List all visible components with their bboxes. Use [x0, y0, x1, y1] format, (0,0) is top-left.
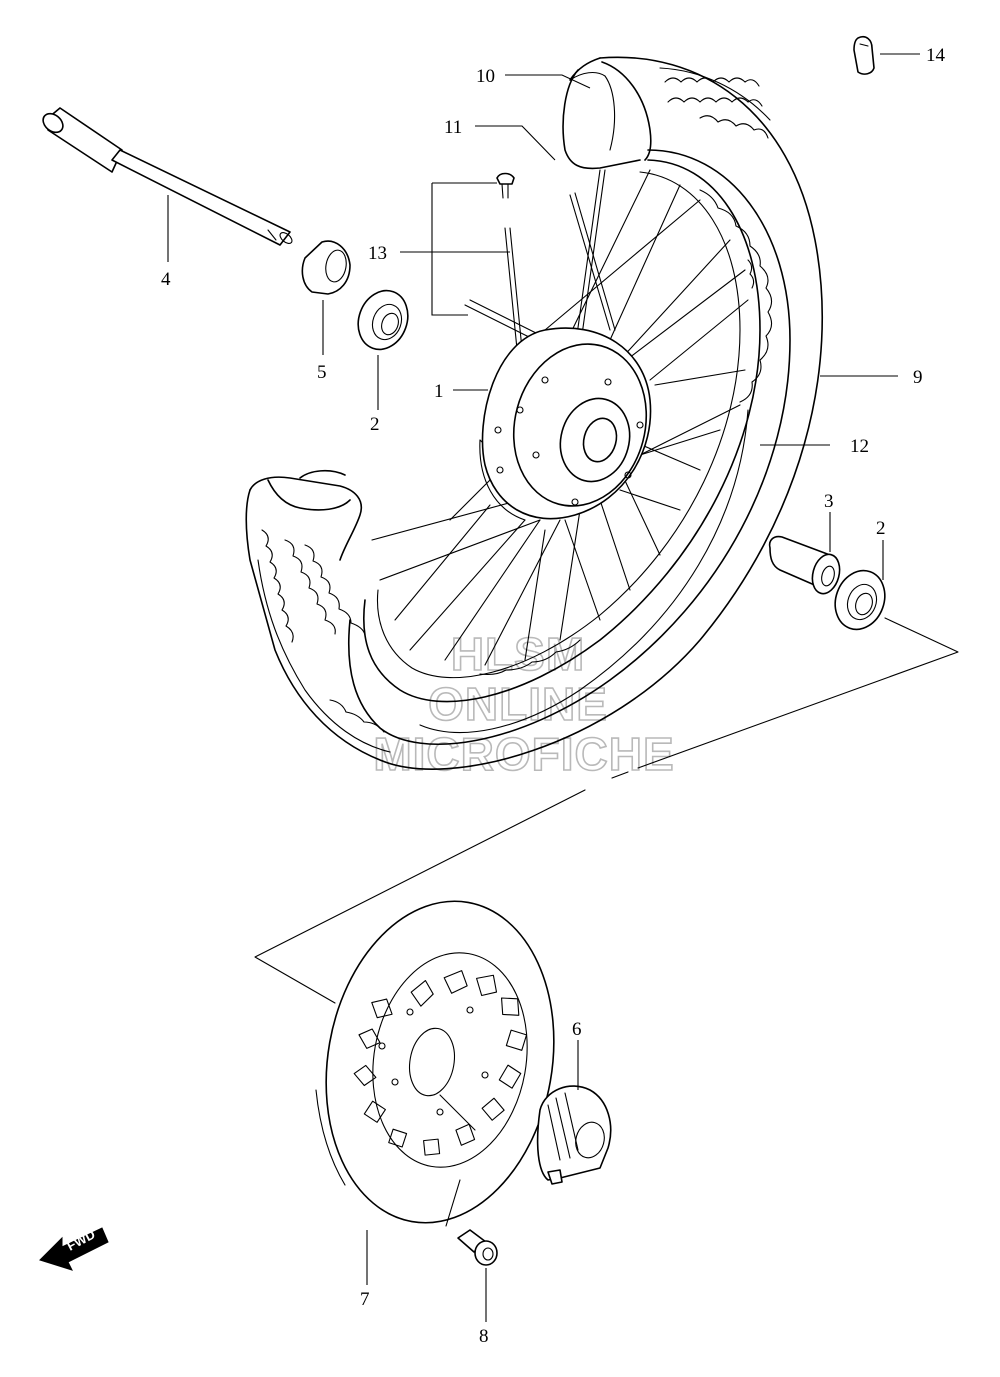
callout-14: 14: [926, 45, 946, 66]
callout-2-lower: 2: [876, 518, 886, 539]
bearing-part-upper: [357, 289, 409, 351]
axle-part: [42, 107, 293, 246]
callout-10: 10: [476, 66, 495, 87]
rim: [362, 159, 773, 703]
collar-part: [768, 535, 841, 595]
tire: [245, 56, 824, 770]
speedometer-gearbox-part: [536, 1085, 612, 1185]
watermark: HLSM ONLINE MICROFICHE: [373, 627, 675, 781]
arrow-icon: [39, 1227, 109, 1271]
brake-disc: [315, 900, 555, 1227]
callout-9: 9: [913, 367, 923, 388]
callout-11: 11: [444, 117, 462, 138]
spoke-nipple-part: [496, 172, 515, 199]
callout-3: 3: [824, 491, 834, 512]
watermark-line-1: HLSM: [451, 628, 585, 680]
callout-4: 4: [161, 269, 171, 290]
callout-8: 8: [479, 1326, 489, 1347]
forward-direction-arrow: FWD: [39, 1227, 109, 1271]
callout-5: 5: [317, 362, 327, 383]
callout-1: 1: [434, 381, 444, 402]
spacer-part: [301, 240, 351, 295]
callout-7: 7: [360, 1289, 370, 1310]
callout-12: 12: [850, 436, 869, 457]
callout-labels: 1 2 2 3 4 5 6 7 8 9 10 11 12 13 14: [161, 45, 946, 1347]
disc-bolt-part: [457, 1229, 498, 1266]
callout-13: 13: [368, 243, 387, 264]
assembly-guide-lines: [254, 617, 959, 1004]
callout-6: 6: [572, 1019, 582, 1040]
callout-2-upper: 2: [370, 414, 380, 435]
bearing-part-lower: [834, 569, 886, 631]
hub: [479, 327, 652, 521]
valve-cap-part: [853, 35, 875, 75]
leader-lines: [167, 53, 920, 1322]
